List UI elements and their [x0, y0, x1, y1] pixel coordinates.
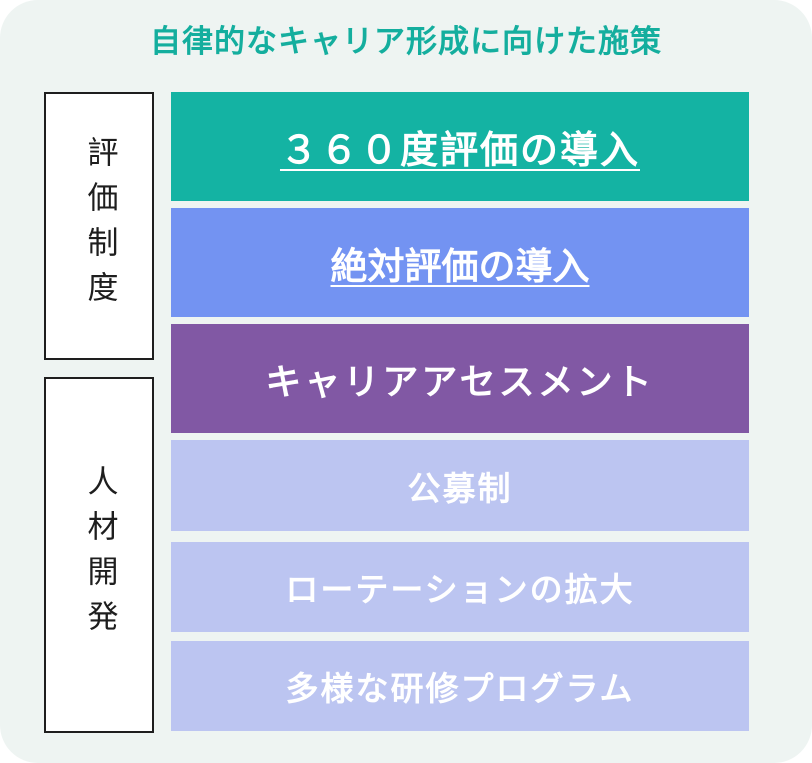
- measure-career-assessment: キャリアアセスメント: [171, 324, 749, 433]
- group-label-evaluation: 評価制度: [81, 136, 118, 316]
- measure-360-evaluation[interactable]: ３６０度評価の導入: [171, 92, 749, 201]
- measure-training-programs: 多様な研修プログラム: [171, 641, 749, 731]
- measure-label[interactable]: 絶対評価の導入: [330, 244, 590, 288]
- group-label-development: 人材開発: [81, 465, 118, 645]
- measure-label[interactable]: ３６０度評価の導入: [279, 128, 640, 172]
- measure-rotation-expansion: ローテーションの拡大: [171, 542, 749, 632]
- measure-label: 公募制: [407, 468, 513, 508]
- measure-label: キャリアアセスメント: [265, 361, 655, 403]
- group-box-evaluation: 評価制度: [44, 92, 154, 360]
- diagram-title: 自律的なキャリア形成に向けた施策: [150, 24, 662, 60]
- measure-absolute-evaluation[interactable]: 絶対評価の導入: [171, 208, 749, 317]
- measure-open-recruitment: 公募制: [171, 440, 749, 531]
- measure-label: ローテーションの拡大: [285, 570, 635, 609]
- measure-label: 多様な研修プログラム: [285, 669, 635, 708]
- group-box-development: 人材開発: [44, 377, 154, 733]
